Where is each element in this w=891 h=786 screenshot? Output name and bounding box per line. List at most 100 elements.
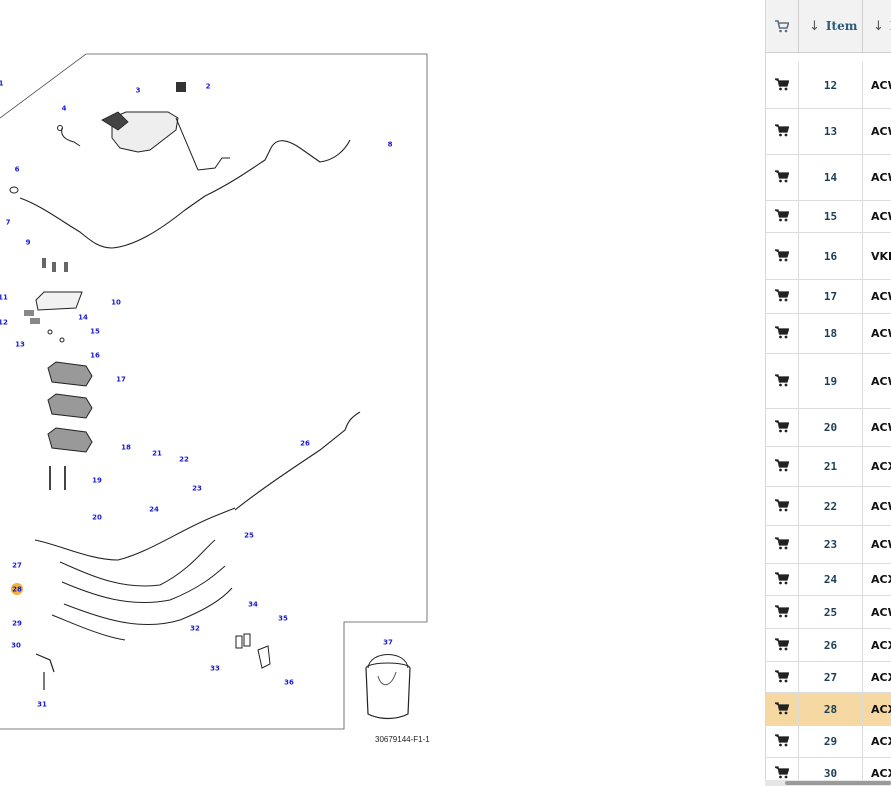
header-item[interactable]: ↓Item: [799, 0, 863, 52]
callout-2[interactable]: 2: [203, 81, 213, 91]
callout-9[interactable]: 9: [23, 237, 33, 247]
callout-4[interactable]: 4: [59, 103, 69, 113]
part-number[interactable]: ACW: [871, 499, 891, 513]
cart-icon: [774, 668, 790, 687]
callout-33[interactable]: 33: [210, 663, 220, 673]
callout-24[interactable]: 24: [149, 504, 159, 514]
part-number[interactable]: VKH: [871, 249, 891, 263]
callout-32[interactable]: 32: [190, 623, 200, 633]
add-to-cart-button[interactable]: [766, 62, 799, 108]
add-to-cart-button[interactable]: [766, 409, 799, 446]
part-number[interactable]: ACX: [871, 735, 891, 748]
table-row[interactable]: 28ACX: [766, 693, 891, 726]
table-row[interactable]: 16VKH: [766, 233, 891, 280]
add-to-cart-button[interactable]: [766, 564, 799, 595]
callout-22[interactable]: 22: [179, 454, 189, 464]
callout-20[interactable]: 20: [92, 512, 102, 522]
part-number[interactable]: ACW: [871, 538, 891, 551]
part-number[interactable]: ACW: [871, 78, 891, 92]
add-to-cart-button[interactable]: [766, 596, 799, 628]
callout-31[interactable]: 31: [37, 699, 47, 709]
callout-21[interactable]: 21: [152, 448, 162, 458]
callout-18[interactable]: 18: [121, 442, 131, 452]
cart-icon: [774, 287, 790, 306]
table-row[interactable]: 29ACX: [766, 726, 891, 758]
callout-29[interactable]: 29: [12, 618, 22, 628]
callout-37[interactable]: 37: [383, 637, 393, 647]
callout-17[interactable]: 17: [116, 374, 126, 384]
add-to-cart-button[interactable]: [766, 487, 799, 525]
add-to-cart-button[interactable]: [766, 693, 799, 725]
table-row[interactable]: 22ACW: [766, 487, 891, 526]
add-to-cart-button[interactable]: [766, 629, 799, 661]
add-to-cart-button[interactable]: [766, 109, 799, 154]
part-number[interactable]: ACX: [871, 460, 891, 473]
callout-27[interactable]: 27: [12, 560, 22, 570]
horizontal-scrollbar[interactable]: [765, 780, 891, 786]
table-row[interactable]: 23ACW: [766, 526, 891, 564]
add-to-cart-button[interactable]: [766, 155, 799, 200]
callout-10[interactable]: 10: [111, 297, 121, 307]
callout-26[interactable]: 26: [300, 438, 310, 448]
add-to-cart-button[interactable]: [766, 354, 799, 408]
table-row[interactable]: 14ACW: [766, 155, 891, 201]
callout-6[interactable]: 6: [12, 164, 22, 174]
add-to-cart-button[interactable]: [766, 233, 799, 279]
callout-16[interactable]: 16: [90, 350, 100, 360]
callout-14[interactable]: 14: [78, 312, 88, 322]
part-number[interactable]: ACX: [871, 670, 891, 684]
callout-11[interactable]: 11: [0, 292, 8, 302]
callout-12[interactable]: 12: [0, 317, 8, 327]
callout-36[interactable]: 36: [284, 677, 294, 687]
add-to-cart-button[interactable]: [766, 726, 799, 757]
table-row[interactable]: 27ACX: [766, 662, 891, 693]
callout-label: 29: [12, 620, 22, 628]
part-number[interactable]: ACW: [871, 327, 891, 340]
callout-13[interactable]: 13: [15, 339, 25, 349]
part-number[interactable]: ACW: [871, 125, 891, 138]
part-number[interactable]: ACW: [871, 605, 891, 619]
table-row[interactable]: 15ACW: [766, 201, 891, 233]
table-row[interactable]: 26ACX: [766, 629, 891, 662]
callout-15[interactable]: 15: [90, 326, 100, 336]
add-to-cart-button[interactable]: [766, 447, 799, 486]
add-to-cart-button[interactable]: [766, 526, 799, 563]
callout-35[interactable]: 35: [278, 613, 288, 623]
table-row[interactable]: 25ACW: [766, 596, 891, 629]
part-number[interactable]: ACX: [871, 638, 891, 652]
part-number[interactable]: ACW: [871, 374, 891, 388]
add-to-cart-button[interactable]: [766, 280, 799, 313]
callout-34[interactable]: 34: [248, 599, 258, 609]
callout-28[interactable]: 28: [11, 583, 23, 595]
table-row[interactable]: 21ACX: [766, 447, 891, 487]
callout-25[interactable]: 25: [244, 530, 254, 540]
table-row[interactable]: 18ACW: [766, 314, 891, 354]
add-to-cart-button[interactable]: [766, 758, 799, 786]
callout-7[interactable]: 7: [3, 217, 13, 227]
callout-23[interactable]: 23: [192, 483, 202, 493]
part-number[interactable]: ACW: [871, 171, 891, 184]
callout-label: 21: [152, 450, 162, 458]
scrollbar-thumb[interactable]: [785, 781, 891, 785]
part-number[interactable]: ACW: [871, 290, 891, 303]
callout-8[interactable]: 8: [385, 139, 395, 149]
table-row[interactable]: 13ACW: [766, 109, 891, 155]
callout-1[interactable]: 1: [0, 78, 6, 88]
add-to-cart-button[interactable]: [766, 314, 799, 353]
callout-19[interactable]: 19: [92, 475, 102, 485]
table-row[interactable]: 20ACW: [766, 409, 891, 447]
callout-3[interactable]: 3: [133, 85, 143, 95]
part-number[interactable]: ACX: [871, 702, 891, 716]
part-number[interactable]: ACX: [871, 767, 891, 780]
add-to-cart-button[interactable]: [766, 662, 799, 692]
callout-30[interactable]: 30: [11, 640, 21, 650]
add-to-cart-button[interactable]: [766, 201, 799, 232]
header-part[interactable]: ↓I: [863, 0, 891, 52]
table-row[interactable]: 19ACW: [766, 354, 891, 409]
part-number[interactable]: ACW: [871, 421, 891, 434]
table-row[interactable]: 24ACX: [766, 564, 891, 596]
table-row[interactable]: 17ACW: [766, 280, 891, 314]
table-row[interactable]: 12ACW: [766, 62, 891, 109]
part-number[interactable]: ACW: [871, 210, 891, 223]
part-number[interactable]: ACX: [871, 573, 891, 586]
